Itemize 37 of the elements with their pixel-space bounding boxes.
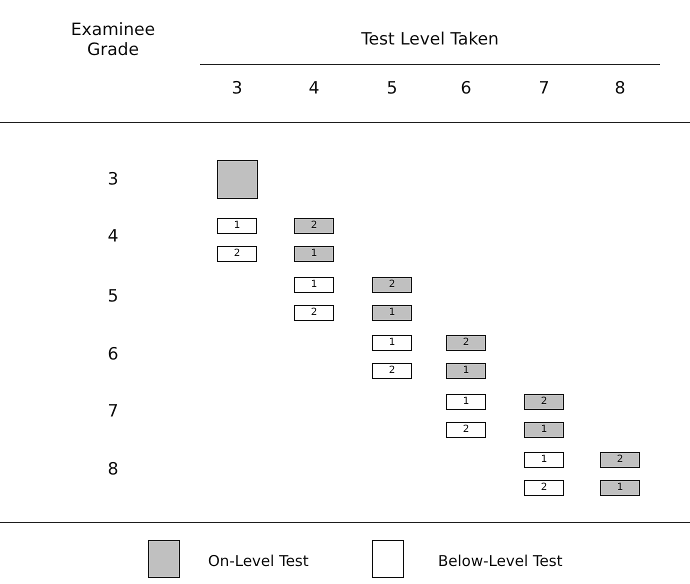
below-level-test-box: 1: [524, 452, 564, 468]
below-level-test-box: 2: [524, 480, 564, 496]
below-level-test-box: 2: [372, 363, 412, 379]
below-level-test-box: 1: [446, 394, 486, 410]
legend-label: Below-Level Test: [438, 551, 562, 572]
column-label: 8: [614, 77, 626, 100]
row-label: 5: [108, 285, 118, 308]
row-label: 6: [108, 343, 118, 366]
column-label: 7: [538, 77, 550, 100]
column-label: 5: [386, 77, 398, 100]
legend-label: On-Level Test: [208, 551, 309, 572]
on-level-test-box: 1: [372, 304, 412, 320]
on-level-test-box: 1: [294, 246, 334, 262]
on-level-test-box: 1: [446, 363, 486, 379]
column-heading: Examinee Grade: [70, 20, 156, 60]
below-level-test-box: 1: [372, 335, 412, 351]
column-heading: Test Level Taken: [361, 28, 499, 52]
on-level-test-box: 2: [294, 218, 334, 234]
on-level-test-box: 1: [600, 480, 640, 496]
column-label: 4: [308, 77, 320, 100]
below-level-test-box: 2: [446, 422, 486, 438]
on-level-test-box: 1: [524, 422, 564, 438]
below-level-test-box: 2: [217, 246, 257, 262]
on-level-test-box: 2: [372, 276, 412, 292]
below-level-test-box: 1: [217, 218, 257, 234]
below-level-test-box: 1: [294, 276, 334, 292]
row-label: 8: [108, 458, 118, 482]
row-label: 3: [108, 168, 118, 192]
row-label: 4: [108, 225, 118, 248]
on-level-test-box: 2: [600, 452, 640, 468]
on-level-test-box: [217, 160, 258, 199]
column-label: 3: [232, 77, 242, 100]
column-label: 6: [460, 77, 472, 100]
on-level-test-box: 2: [524, 394, 564, 410]
on-level-test-box: 2: [446, 335, 486, 351]
row-label: 7: [108, 400, 118, 424]
below-level-test-box: 2: [294, 304, 334, 320]
